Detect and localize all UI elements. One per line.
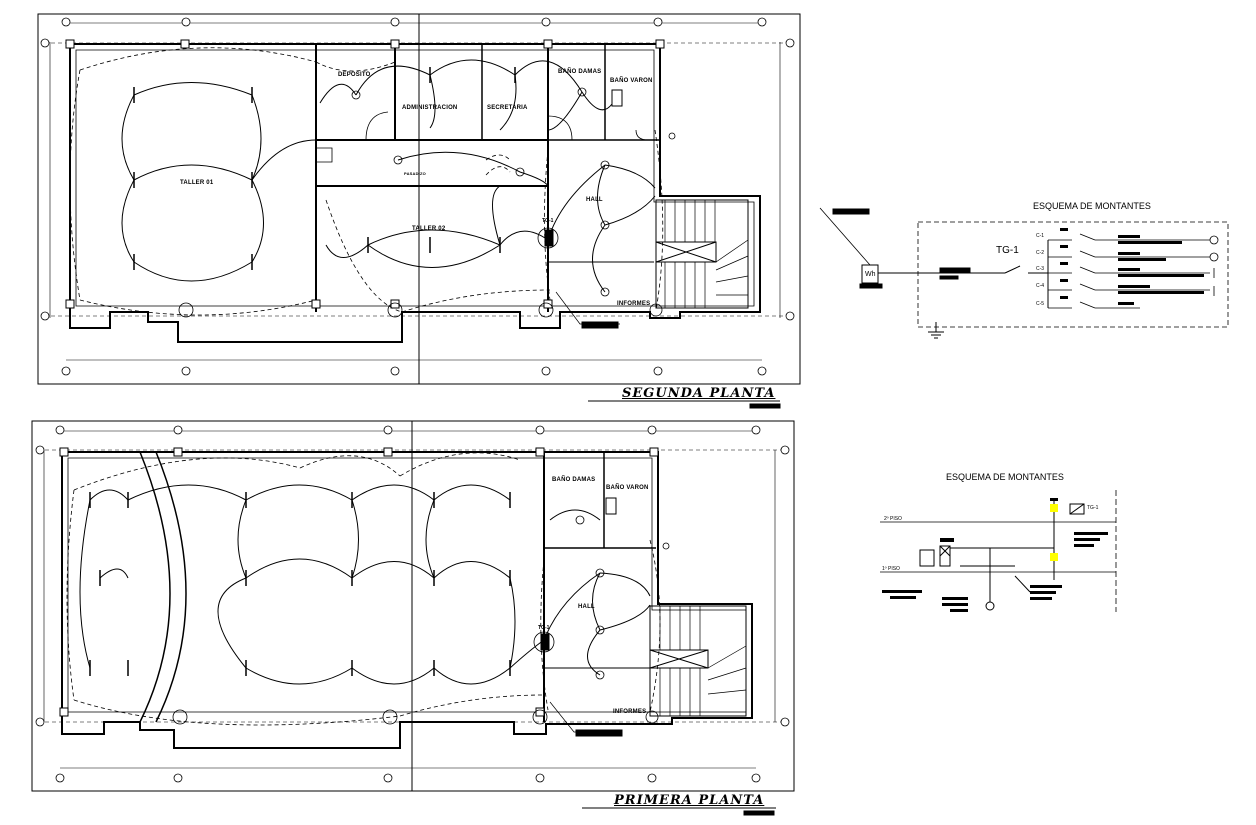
circuit-c1: C-1 <box>1036 233 1045 239</box>
room-label-informes: INFORMES <box>617 301 651 307</box>
scheme-title-lower: ESQUEMA DE MONTANTES <box>946 472 1064 482</box>
room-label-pasadizo: PASADIZO <box>404 171 426 176</box>
circuit-c4: C-4 <box>1036 283 1045 289</box>
room-label-bano-damas: BAÑO DAMAS <box>558 69 602 75</box>
room-label-secretaria: SECRETARIA <box>487 105 528 111</box>
room-label-hall-lower: HALL <box>578 604 595 610</box>
level-2-label: 2º PISO <box>884 516 902 522</box>
room-label-bano-varon-lower: BAÑO VARON <box>606 485 649 491</box>
room-label-administracion: ADMINISTRACION <box>402 105 458 111</box>
circuit-c2: C-2 <box>1036 250 1045 256</box>
scheme-title-upper: ESQUEMA DE MONTANTES <box>1033 201 1151 211</box>
circuit-c3: C-3 <box>1036 266 1045 272</box>
scheme-board-lower: TG-1 <box>1087 505 1099 511</box>
room-label-taller-01: TALLER 01 <box>180 180 214 186</box>
room-label-bano-varon: BAÑO VARON <box>610 78 653 84</box>
plan-title-segunda: SEGUNDA PLANTA <box>622 386 776 401</box>
scheme-board-upper: TG-1 <box>996 245 1019 256</box>
lower-plan <box>31 420 795 816</box>
level-1-label: 1º PISO <box>882 566 900 572</box>
upper-scheme <box>819 207 1229 339</box>
room-label-informes-lower: INFORMES <box>613 709 647 715</box>
room-label-deposito: DEPOSITO <box>338 72 371 78</box>
tg-label-lower: TG-1 <box>538 625 550 631</box>
circuit-c5: C-5 <box>1036 301 1045 307</box>
room-label-taller-02: TALLER 02 <box>412 226 446 232</box>
meter-label: Wh <box>865 271 876 278</box>
tg-label-upper: TG-1 <box>542 218 554 224</box>
lower-scheme <box>880 490 1117 612</box>
upper-plan <box>37 13 801 409</box>
room-label-hall: HALL <box>586 197 603 203</box>
plan-title-primera: PRIMERA PLANTA <box>614 793 765 808</box>
room-label-bano-damas-lower: BAÑO DAMAS <box>552 477 596 483</box>
